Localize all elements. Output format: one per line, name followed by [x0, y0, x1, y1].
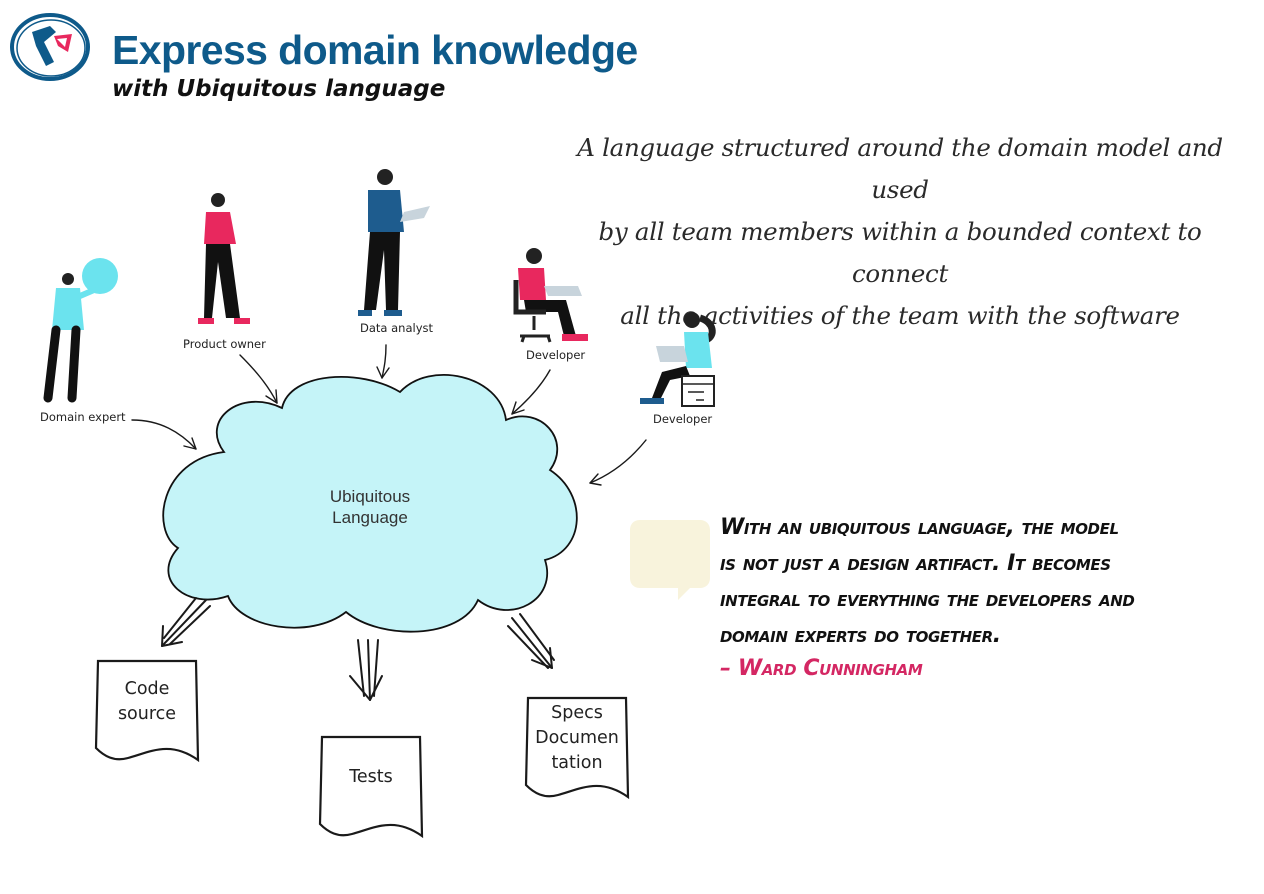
definition-line: A language structured around the domain … — [577, 133, 1223, 204]
doc-label-line: tation — [551, 753, 603, 773]
developer-figure — [640, 312, 716, 407]
page-title: Express domain knowledge — [112, 27, 638, 73]
role-label-developer: Developer — [526, 348, 586, 362]
definition-line: by all team members within a bounded con… — [598, 217, 1202, 288]
arrow-to-code — [161, 597, 211, 647]
language-cloud — [162, 374, 578, 633]
role-label-data-analyst: Data analyst — [360, 321, 433, 335]
developer-figure — [513, 248, 588, 343]
quote-bubble — [630, 520, 710, 600]
specs-doc — [524, 696, 630, 800]
role-label-domain-expert: Domain expert — [40, 410, 126, 424]
doc-label-line: Code — [124, 679, 170, 699]
page-subtitle: with Ubiquitous language — [112, 76, 446, 102]
brand-logo — [10, 13, 90, 81]
quote-author: – Ward Cunningham — [720, 656, 923, 681]
arrow-product-owner — [239, 354, 278, 404]
quote-line: domain experts do together. — [720, 623, 1001, 648]
domain-expert-figure — [43, 258, 118, 403]
arrow-domain-expert — [131, 419, 197, 450]
doc-label-line: Documen — [535, 728, 619, 748]
role-label-developer: Developer — [653, 412, 713, 426]
doc-label-line: Specs — [551, 703, 603, 723]
cloud-label-line: Ubiquitous — [329, 487, 411, 506]
doc-label-line: source — [117, 704, 177, 724]
arrow-to-specs — [507, 613, 555, 669]
arrow-to-tests — [357, 639, 379, 701]
doc-label-line: Tests — [349, 767, 393, 787]
arrow-data-analyst — [381, 344, 387, 379]
definition-text: A language structured around the domain … — [560, 127, 1240, 337]
quote-line: is not just a design artifact. It become… — [720, 551, 1111, 576]
quote-line: With an ubiquitous language, the model — [720, 515, 1119, 540]
tests-label: Tests — [322, 765, 420, 790]
product-owner-figure — [198, 193, 250, 324]
cloud-label-line: Language — [332, 508, 408, 527]
quote-line: integral to everything the developers an… — [720, 587, 1135, 612]
specs-label: Specs Documen tation — [528, 701, 626, 776]
data-analyst-figure — [358, 169, 430, 316]
code-source-label: Code source — [98, 677, 196, 727]
arrow-developer-2 — [589, 439, 647, 484]
cloud-label: Ubiquitous Language — [300, 486, 440, 528]
code-source-doc — [94, 659, 200, 763]
quote-text: With an ubiquitous language, the model i… — [720, 510, 1250, 654]
role-label-product-owner: Product owner — [183, 337, 266, 351]
tests-doc — [318, 735, 424, 839]
arrow-developer-1 — [511, 369, 551, 415]
